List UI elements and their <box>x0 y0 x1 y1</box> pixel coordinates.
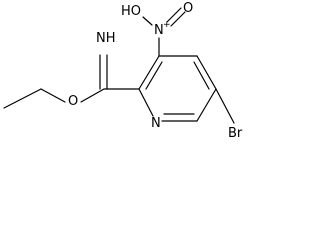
chemical-structure: NH HO N + O O N Br <box>3 1 243 141</box>
bond-nitro-n-oh <box>142 16 153 26</box>
ring-bond-c4-c5 <box>196 55 217 90</box>
nitro-nitrogen-label: N <box>154 23 164 38</box>
pyridine-nitrogen-label: N <box>151 116 161 131</box>
ring-bond-c4-c5-inner <box>193 61 210 90</box>
bond-ring-to-bromine <box>215 88 235 124</box>
nitro-hydroxyl-label: HO <box>121 4 141 19</box>
ring-bond-c2-c3 <box>138 55 160 90</box>
bond-oxygen-imidate-carbon <box>80 88 105 103</box>
nitro-charge-label: + <box>163 20 171 30</box>
bond-methylene-oxygen <box>40 88 66 103</box>
ring-bond-c5-c6 <box>196 88 217 122</box>
bromine-label: Br <box>228 126 243 141</box>
bond-nitro-n-o-2 <box>170 11 186 27</box>
ring-bond-n1-c2 <box>138 88 154 117</box>
nitro-oxygen-label: O <box>183 1 193 16</box>
bond-nitro-n-o-1 <box>166 7 182 23</box>
bond-methyl-methylene <box>3 88 42 109</box>
ester-oxygen-label: O <box>68 94 78 109</box>
imine-nh-label: NH <box>96 31 116 46</box>
ring-bond-c2-c3-inner <box>145 61 163 90</box>
